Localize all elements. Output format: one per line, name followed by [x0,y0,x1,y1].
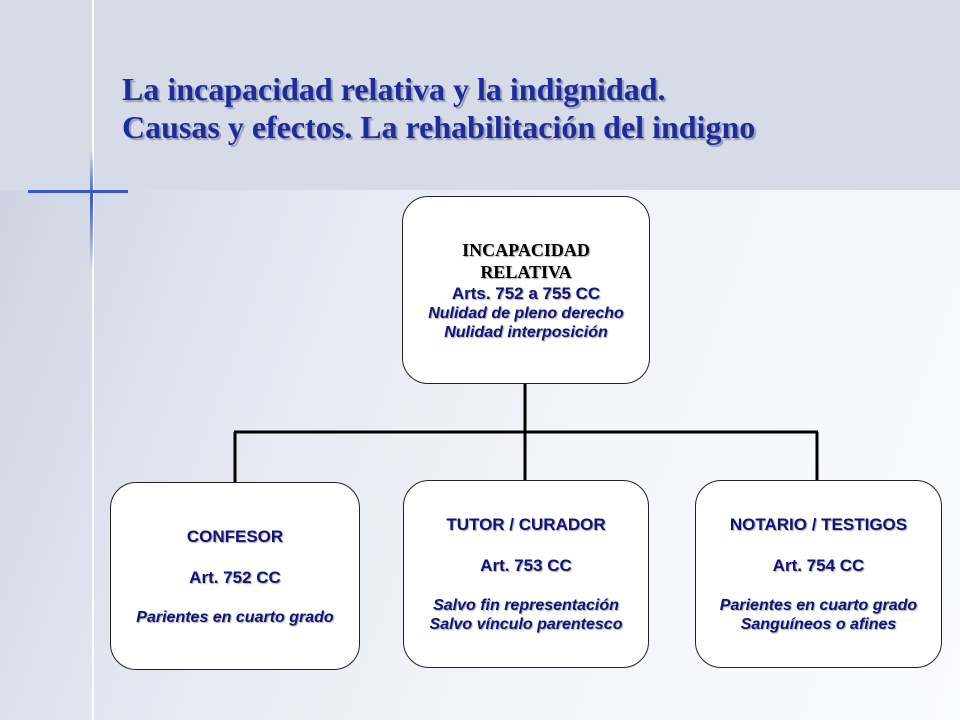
root-nulidad-pleno-derecho: Nulidad de pleno derecho [428,304,624,322]
root-line-1: INCAPACIDAD [462,239,590,260]
title-line-1: La incapacidad relativa y la indignidad. [122,71,666,107]
child-heading: TUTOR / CURADOR [446,515,606,534]
child-article: Art. 753 CC [480,556,572,575]
child-note-2: Salvo vínculo parentesco [429,616,623,633]
child-article: Art. 754 CC [772,556,865,575]
decorative-horizontal-line [28,190,128,193]
child-node-tutor-curador: TUTOR / CURADOR Art. 753 CC Salvo fin re… [403,480,649,668]
root-articles: Arts. 752 a 755 CC [451,283,601,303]
root-nulidad-interposicion: Nulidad interposición [444,323,608,341]
child-note-1: Parientes en cuarto grado [136,608,334,626]
slide-title: La incapacidad relativa y la indignidad.… [122,70,755,146]
title-line-2: Causas y efectos. La rehabilitación del … [122,109,756,145]
decorative-vertical-line [92,0,94,720]
child-note-1: Parientes en cuarto grado [719,597,918,614]
child-article: Art. 752 CC [189,567,281,587]
child-heading: NOTARIO / TESTIGOS [729,515,908,534]
root-line-2: RELATIVA [480,261,572,282]
decorative-blue-accent [90,150,93,270]
root-node-incapacidad-relativa: INCAPACIDAD RELATIVA Arts. 752 a 755 CC … [402,196,650,384]
child-note-1: Salvo fin representación [433,597,619,614]
child-node-notario-testigos: NOTARIO / TESTIGOS Art. 754 CC Parientes… [695,480,942,668]
title-band [0,0,960,190]
child-node-confesor: CONFESOR Art. 752 CC Parientes en cuarto… [110,482,360,670]
child-note-2: Sanguíneos o afines [740,616,897,633]
child-heading: CONFESOR [186,526,284,546]
